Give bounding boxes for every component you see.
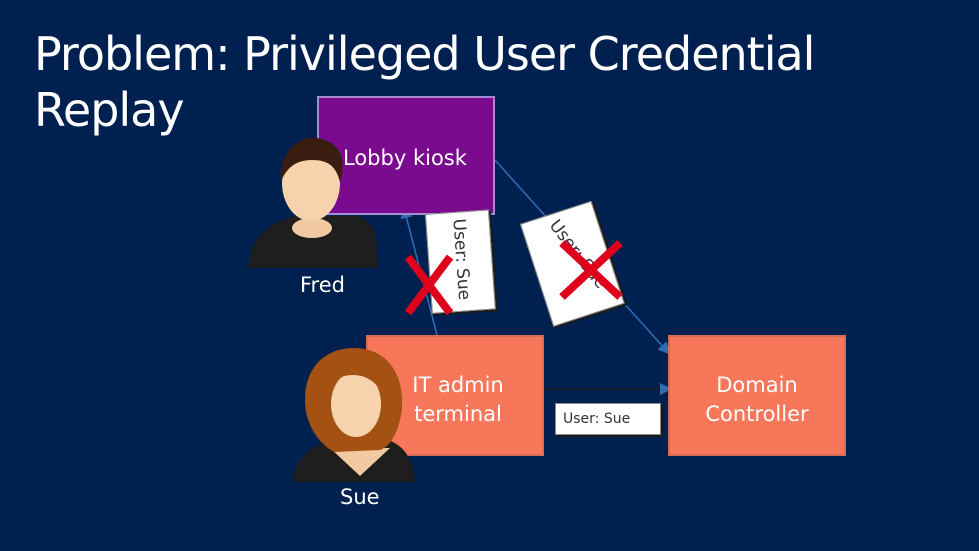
domain-controller-label: Domain Controller — [705, 373, 809, 426]
woman-avatar-icon — [293, 348, 415, 482]
it-admin-terminal-label: IT admin terminal — [412, 373, 504, 426]
lobby-kiosk-label: Lobby kiosk — [343, 146, 467, 170]
fred-label: Fred — [300, 273, 345, 297]
credential-ticket-admin-dc: User: Sue — [555, 403, 661, 435]
domain-controller-node: Domain Controller — [668, 335, 846, 456]
red-x-icon — [559, 240, 623, 300]
man-avatar-icon — [248, 137, 378, 268]
sue-label: Sue — [340, 485, 380, 509]
lobby-kiosk-node: Lobby kiosk — [317, 96, 495, 215]
slide-title: Problem: Privileged User Credential Repl… — [34, 27, 815, 137]
red-x-icon — [404, 254, 454, 316]
